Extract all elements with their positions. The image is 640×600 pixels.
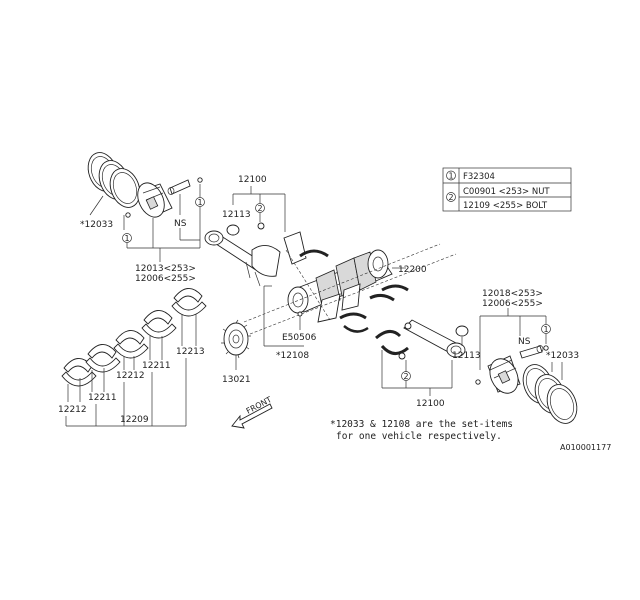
note-line-2: for one vehicle respectively. bbox=[336, 431, 502, 442]
marker-1-right bbox=[541, 324, 551, 334]
right-piston-group: 12018<253> 12006<255> 1 NS *12033 bbox=[475, 289, 579, 424]
label-12212-a: 12212 bbox=[116, 371, 145, 381]
marker-1-left bbox=[122, 233, 132, 243]
label-ns-right: NS bbox=[518, 337, 531, 347]
marker-2-bottom-text: 2 bbox=[403, 372, 408, 381]
label-12213: 12213 bbox=[176, 347, 205, 357]
label-12211-a: 12211 bbox=[142, 361, 171, 371]
label-12033-left: *12033 bbox=[80, 220, 113, 230]
label-12113-top: 12113 bbox=[222, 210, 251, 220]
label-12006-right: 12006<255> bbox=[482, 299, 543, 309]
top-conrod-group: 12100 12113 2 bbox=[204, 175, 329, 287]
label-e50506: E50506 bbox=[282, 333, 317, 343]
legend-row-2: C00901 <253> NUT bbox=[463, 187, 550, 197]
marker-2-top-text: 2 bbox=[257, 204, 262, 213]
label-12033-right: *12033 bbox=[546, 351, 579, 361]
label-12108: *12108 bbox=[276, 351, 309, 361]
legend-marker-1: 1 bbox=[448, 172, 453, 181]
label-12018: 12018<253> bbox=[482, 289, 543, 299]
label-13021: 13021 bbox=[222, 375, 251, 385]
left-piston-group: 1 1 *12033 NS 12013<253> 12006<255> bbox=[80, 152, 205, 284]
marker-2-top bbox=[255, 203, 265, 213]
label-12200: 12200 bbox=[398, 265, 427, 275]
legend-box: 1 2 F32304 C00901 <253> NUT 12109 <255> … bbox=[442, 167, 572, 212]
crankshaft: 12200 E50506 *12108 bbox=[243, 243, 457, 361]
main-bearings: 12213 12211 12212 12211 12212 12209 bbox=[58, 288, 207, 427]
marker-1-right-text: 1 bbox=[543, 325, 548, 334]
marker-2-bottom bbox=[401, 371, 411, 381]
label-12113-right: 12113 bbox=[452, 351, 481, 361]
label-12100-top: 12100 bbox=[238, 175, 267, 185]
label-12100-bottom: 12100 bbox=[416, 399, 445, 409]
note-line-1: *12033 & 12108 are the set-items bbox=[330, 419, 513, 430]
right-conrod-group: 2 12100 12113 bbox=[375, 319, 481, 409]
front-arrow: FRONT bbox=[231, 395, 273, 429]
crank-sprocket: 13021 bbox=[221, 319, 251, 385]
label-12212-b: 12212 bbox=[58, 405, 87, 415]
label-12211-b: 12211 bbox=[88, 393, 117, 403]
label-ns-left: NS bbox=[174, 219, 187, 229]
marker-1-clip bbox=[195, 197, 205, 207]
legend-marker-2: 2 bbox=[448, 193, 453, 202]
set-items-note: *12033 & 12108 are the set-items for one… bbox=[330, 419, 513, 442]
legend-row-1: F32304 bbox=[463, 172, 495, 182]
figure-id: A010001177 bbox=[560, 443, 611, 452]
label-12013: 12013<253> bbox=[135, 264, 196, 274]
label-12209: 12209 bbox=[120, 415, 149, 425]
legend-row-3: 12109 <255> BOLT bbox=[463, 201, 548, 211]
label-12006-left: 12006<255> bbox=[135, 274, 196, 284]
marker-1-left-text: 1 bbox=[124, 234, 129, 243]
marker-1-clip-text: 1 bbox=[197, 198, 202, 207]
